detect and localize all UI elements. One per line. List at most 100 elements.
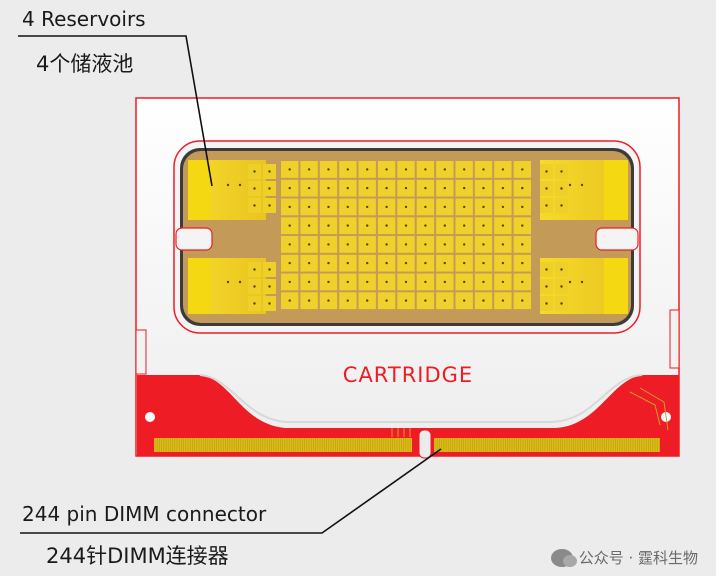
electrode-via xyxy=(366,168,369,171)
electrode-via xyxy=(560,285,563,288)
electrode-via xyxy=(366,261,369,265)
electrode-via xyxy=(404,261,408,265)
electrode-via xyxy=(501,299,505,302)
electrode-via xyxy=(404,168,408,171)
electrode-via xyxy=(463,299,466,302)
electrode-via xyxy=(404,299,408,302)
electrode-via xyxy=(424,168,427,171)
electrode-via xyxy=(385,243,388,246)
electrode-via xyxy=(346,205,349,209)
electrode-via xyxy=(268,204,271,207)
electrode-via xyxy=(443,280,446,284)
electrode-via xyxy=(268,187,271,190)
electrode-via xyxy=(424,261,427,265)
cartridge-label: CARTRIDGE xyxy=(343,363,473,387)
electrode-via xyxy=(346,280,349,284)
electrode-via xyxy=(463,224,466,227)
electrode-via xyxy=(385,261,388,265)
electrode-via xyxy=(580,183,584,187)
connector-label-zh: 244针DIMM连接器 xyxy=(46,544,229,568)
electrode-via xyxy=(307,243,311,246)
electrode-via xyxy=(366,280,369,284)
electrode-via xyxy=(521,243,524,246)
reservoir-group xyxy=(188,160,628,314)
electrode-via xyxy=(366,224,369,227)
electrode-via xyxy=(443,261,446,265)
electrode-via xyxy=(404,280,408,284)
wechat-icon xyxy=(550,548,577,567)
electrode-via xyxy=(366,243,369,246)
electrode-via xyxy=(327,243,330,246)
electrode-via xyxy=(253,170,256,173)
electrode-via xyxy=(482,186,485,190)
electrode-via xyxy=(482,205,485,209)
electrode-via xyxy=(307,168,311,171)
electrode-via xyxy=(226,183,230,187)
electrode-via xyxy=(463,243,466,246)
electrode-via xyxy=(366,205,369,209)
electrode-via xyxy=(482,280,485,284)
electrode-via xyxy=(346,186,349,190)
electrode-via xyxy=(385,186,388,190)
electrode-via xyxy=(226,280,230,284)
electrode-via xyxy=(385,168,388,171)
electrode-via xyxy=(327,280,330,284)
electrode-via xyxy=(238,280,242,284)
electrode-via xyxy=(424,205,427,209)
electrode-pad-grid xyxy=(226,161,584,311)
electrode-via xyxy=(521,186,524,190)
electrode-via xyxy=(545,285,548,288)
electrode-via xyxy=(463,186,466,190)
electrode-via xyxy=(424,224,427,227)
watermark-text: 公众号 · 霆科生物 xyxy=(578,549,698,567)
electrode-via xyxy=(424,299,427,302)
reservoirs-label-en: 4 Reservoirs xyxy=(22,7,146,31)
reservoirs-label-zh: 4个储液池 xyxy=(36,52,134,76)
electrode-via xyxy=(545,204,548,207)
electrode-via xyxy=(288,261,291,265)
electrode-via xyxy=(307,186,311,190)
electrode-via xyxy=(366,186,369,190)
electrode-via xyxy=(560,170,563,173)
electrode-via xyxy=(307,299,311,302)
electrode-via xyxy=(424,243,427,246)
electrode-via xyxy=(385,299,388,302)
electrode-via xyxy=(545,302,548,305)
electrode-via xyxy=(327,205,330,209)
electrode-via xyxy=(501,205,505,209)
electrode-via xyxy=(327,186,330,190)
electrode-via xyxy=(268,285,271,288)
electrode-via xyxy=(501,280,505,284)
electrode-via xyxy=(521,280,524,284)
electrode-via xyxy=(253,268,256,271)
electrode-via xyxy=(288,168,291,171)
electrode-via xyxy=(482,243,485,246)
electrode-via xyxy=(327,261,330,265)
electrode-via xyxy=(424,186,427,190)
electrode-via xyxy=(501,168,505,171)
electrode-via xyxy=(346,243,349,246)
dimm-key-notch xyxy=(418,429,432,459)
electrode-via xyxy=(501,186,505,190)
electrode-via xyxy=(346,224,349,227)
electrode-via xyxy=(482,261,485,265)
electrode-via xyxy=(463,168,466,171)
reservoir-leader-line xyxy=(18,35,213,187)
electrode-via xyxy=(385,205,388,209)
electrode-via xyxy=(253,302,256,305)
electrode-via xyxy=(253,204,256,207)
electrode-via xyxy=(443,299,446,302)
electrode-via xyxy=(385,224,388,227)
electrode-via xyxy=(560,187,563,190)
watermark: 公众号 · 霆科生物 xyxy=(550,547,698,568)
electrode-via xyxy=(521,205,524,209)
electrode-via xyxy=(521,224,524,227)
electrode-via xyxy=(288,186,291,190)
electrode-via xyxy=(501,243,505,246)
electrode-via xyxy=(482,299,485,302)
electrode-via xyxy=(288,205,291,209)
callout-lines xyxy=(18,35,442,534)
electrode-via xyxy=(346,168,349,171)
electrode-via xyxy=(443,186,446,190)
